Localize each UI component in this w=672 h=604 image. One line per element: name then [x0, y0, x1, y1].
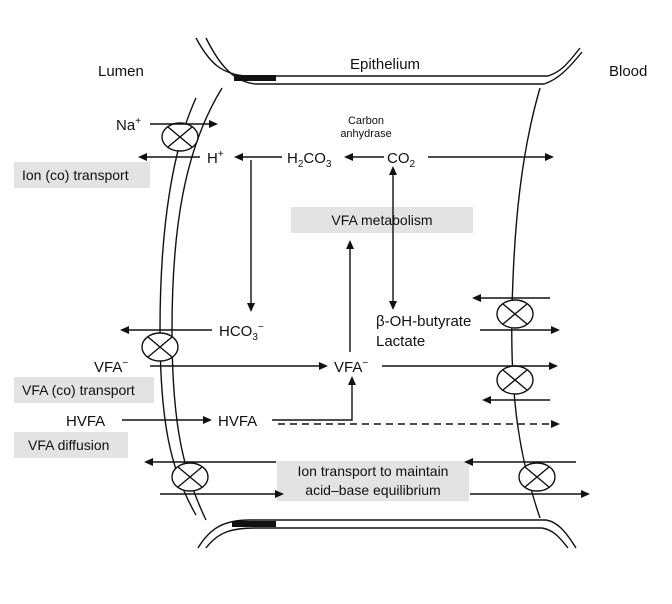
lumen-label: Lumen [98, 63, 144, 80]
co2-label: CO2 [387, 150, 416, 170]
butyrate-label: β-OH-butyrate [376, 313, 471, 330]
transporter-blood-mid [496, 365, 534, 395]
ion-equilibrium-label-1: Ion transport to maintain [298, 463, 449, 479]
vfa-metabolism-label: VFA metabolism [331, 212, 432, 228]
transporter-lumen-bottom [171, 462, 209, 492]
enzyme-label-line1: Carbon [348, 115, 384, 127]
epithelium-bottom-membrane [197, 519, 577, 549]
h2co3-label: H2CO3 [287, 150, 332, 170]
vfa-cotransport-label: VFA (co) transport [22, 382, 135, 398]
arrows [120, 120, 590, 498]
enzyme-label-line2: anhydrase [340, 128, 391, 140]
transporter-blood-top [496, 299, 534, 329]
ion-cotransport-box [14, 162, 150, 188]
vfa-cell-label: VFA− [334, 358, 368, 376]
ion-cotransport-label: Ion (co) transport [22, 167, 129, 183]
vfa-metabolism-box [291, 207, 473, 233]
vfa-diffusion-box [14, 432, 128, 458]
transporter-blood-bottom [518, 462, 556, 492]
h-ion-label: H+ [207, 149, 224, 167]
hvfa-lumen-label: HVFA [66, 413, 105, 430]
transporter-na-h [161, 122, 199, 152]
blood-label: Blood [609, 63, 647, 80]
lactate-label: Lactate [376, 333, 425, 350]
transporter-vfa-hco3 [141, 332, 179, 362]
epithelium-label: Epithelium [350, 56, 420, 73]
hvfa-cell-label: HVFA [218, 413, 257, 430]
na-label: Na+ [116, 116, 141, 134]
hco3-label: HCO3− [219, 322, 264, 343]
vfa-diffusion-label: VFA diffusion [28, 437, 109, 453]
ion-equilibrium-label-2: acid–base equilibrium [305, 482, 440, 498]
vfa-lumen-label: VFA− [94, 358, 128, 376]
vfa-cotransport-box [14, 377, 154, 403]
ion-equilibrium-box [277, 461, 469, 501]
epithelium-top-membrane [195, 37, 583, 85]
